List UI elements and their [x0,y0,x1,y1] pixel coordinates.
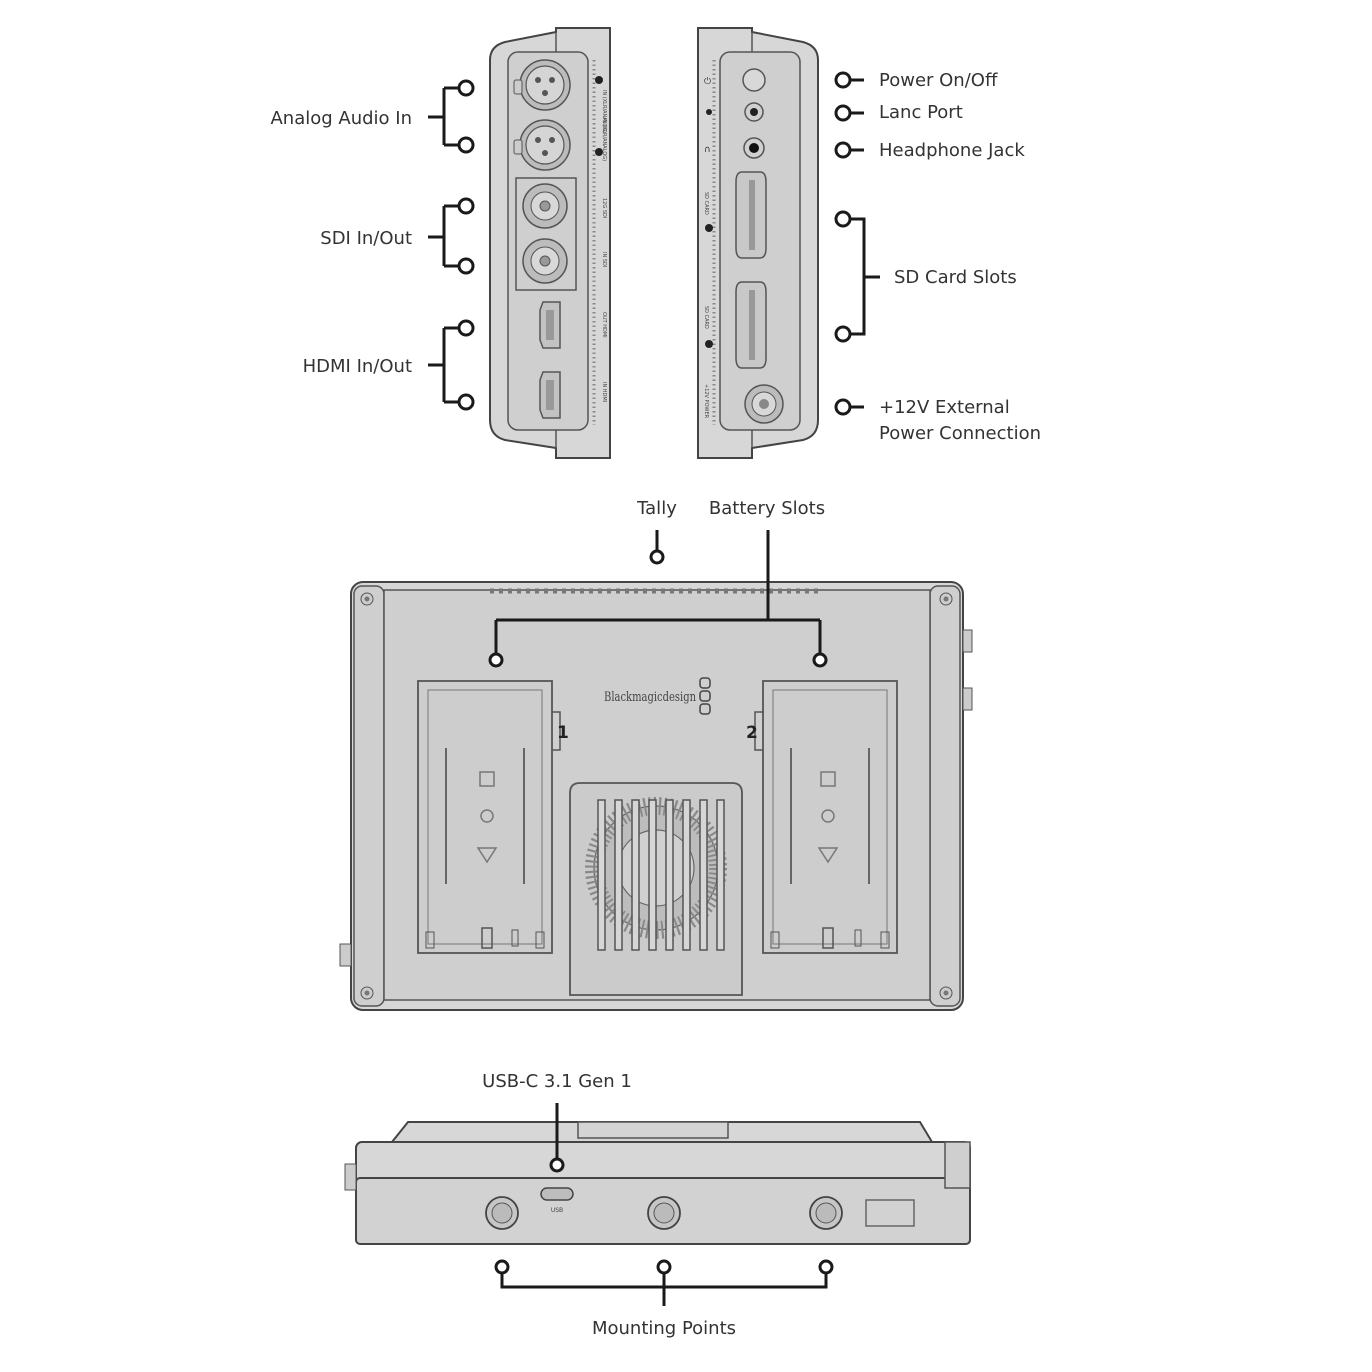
label-headphone-jack: Headphone Jack [879,140,1025,161]
bottom-view: USB [344,1121,971,1245]
engraving-analog-2: IN (XLR/ANALOG) [601,118,607,161]
label-external-power-line2: Power Connection [879,423,1041,444]
label-usb-c: USB-C 3.1 Gen 1 [482,1071,632,1092]
cooling-fan [569,782,743,996]
usb-c-callout: USB-C 3.1 Gen 1 [482,1071,632,1173]
mounting-point-3 [809,1196,843,1230]
battery-slots-callout: Battery Slots [488,498,828,668]
sd-card-slot-2 [735,281,767,369]
usb-port-tag: USB [551,1207,563,1214]
mounting-points-callout: Mounting Points [494,1259,834,1339]
power-input-connector [744,384,784,424]
external-power-callout: +12V External Power Connection [834,397,1041,444]
engraving-hdmi-2: IN HDMI [601,382,607,402]
hdmi-connector-2 [539,371,561,419]
logo-text: Blackmagicdesign [604,690,696,705]
rear-view: 1 2 Blackmagicdesign [339,581,973,1011]
sdi-connector-2 [522,238,568,284]
left-side-panel: IN (XLR/ANALOG) IN (XLR/ANALOG) 12G SDI … [489,27,611,459]
hdmi-callout: HDMI In/Out [303,319,475,411]
engraving-analog-1: IN (XLR/ANALOG) [601,90,607,133]
sdi-connector-1 [522,183,568,229]
label-power-on-off: Power On/Off [879,70,998,91]
engraving-hdmi-1: OUT HDMI [601,312,607,338]
mounting-point-2 [647,1196,681,1230]
engraving-sdi-1: 12G SDI [601,198,607,218]
label-lanc-port: Lanc Port [879,102,963,123]
power-button [742,68,766,92]
battery-slot-2: 2 [746,680,898,954]
xlr-connector-1 [513,59,571,111]
label-sd-card-slots: SD Card Slots [894,267,1017,288]
sdi-callout: SDI In/Out [320,197,475,275]
headphone-jack [743,137,765,159]
lanc-port [744,102,764,122]
label-hdmi-in-out: HDMI In/Out [303,356,412,377]
usb-c-port: USB [540,1187,574,1214]
mounting-point-1 [485,1196,519,1230]
right-side-panel: ⏻ ∩ SD CARD SD CARD +12V POWER [697,27,819,459]
label-sdi-in-out: SDI In/Out [320,228,412,249]
hdmi-connector-1 [539,301,561,349]
analog-audio-callout: Analog Audio In [270,79,475,154]
battery-slot-1-number: 1 [557,723,569,743]
engraving-sd-1: SD CARD [703,192,709,215]
svg-text:∩: ∩ [704,145,711,155]
headphone-callout: Headphone Jack [834,140,1025,161]
svg-text:⏻: ⏻ [704,76,711,87]
engraving-sdi-2: IN SDI [601,252,607,267]
blackmagic-logo: Blackmagicdesign [604,677,711,715]
label-mounting-points: Mounting Points [592,1318,736,1339]
engraving-sd-2: SD CARD [703,306,709,329]
label-analog-audio-in: Analog Audio In [270,108,412,129]
label-battery-slots: Battery Slots [709,498,825,519]
battery-slot-2-number: 2 [746,723,758,743]
power-callout: Power On/Off [834,70,998,91]
sd-card-slot-1 [735,171,767,259]
label-plate [865,1199,915,1227]
battery-slot-1: 1 [417,680,569,954]
xlr-connector-2 [513,119,571,171]
label-external-power-line1: +12V External [879,397,1010,418]
tally-callout: Tally [636,498,677,565]
engraving-12v: +12V POWER [703,384,709,419]
lanc-callout: Lanc Port [834,102,963,123]
label-tally: Tally [636,498,677,519]
sd-card-callout: SD Card Slots [834,210,1017,343]
